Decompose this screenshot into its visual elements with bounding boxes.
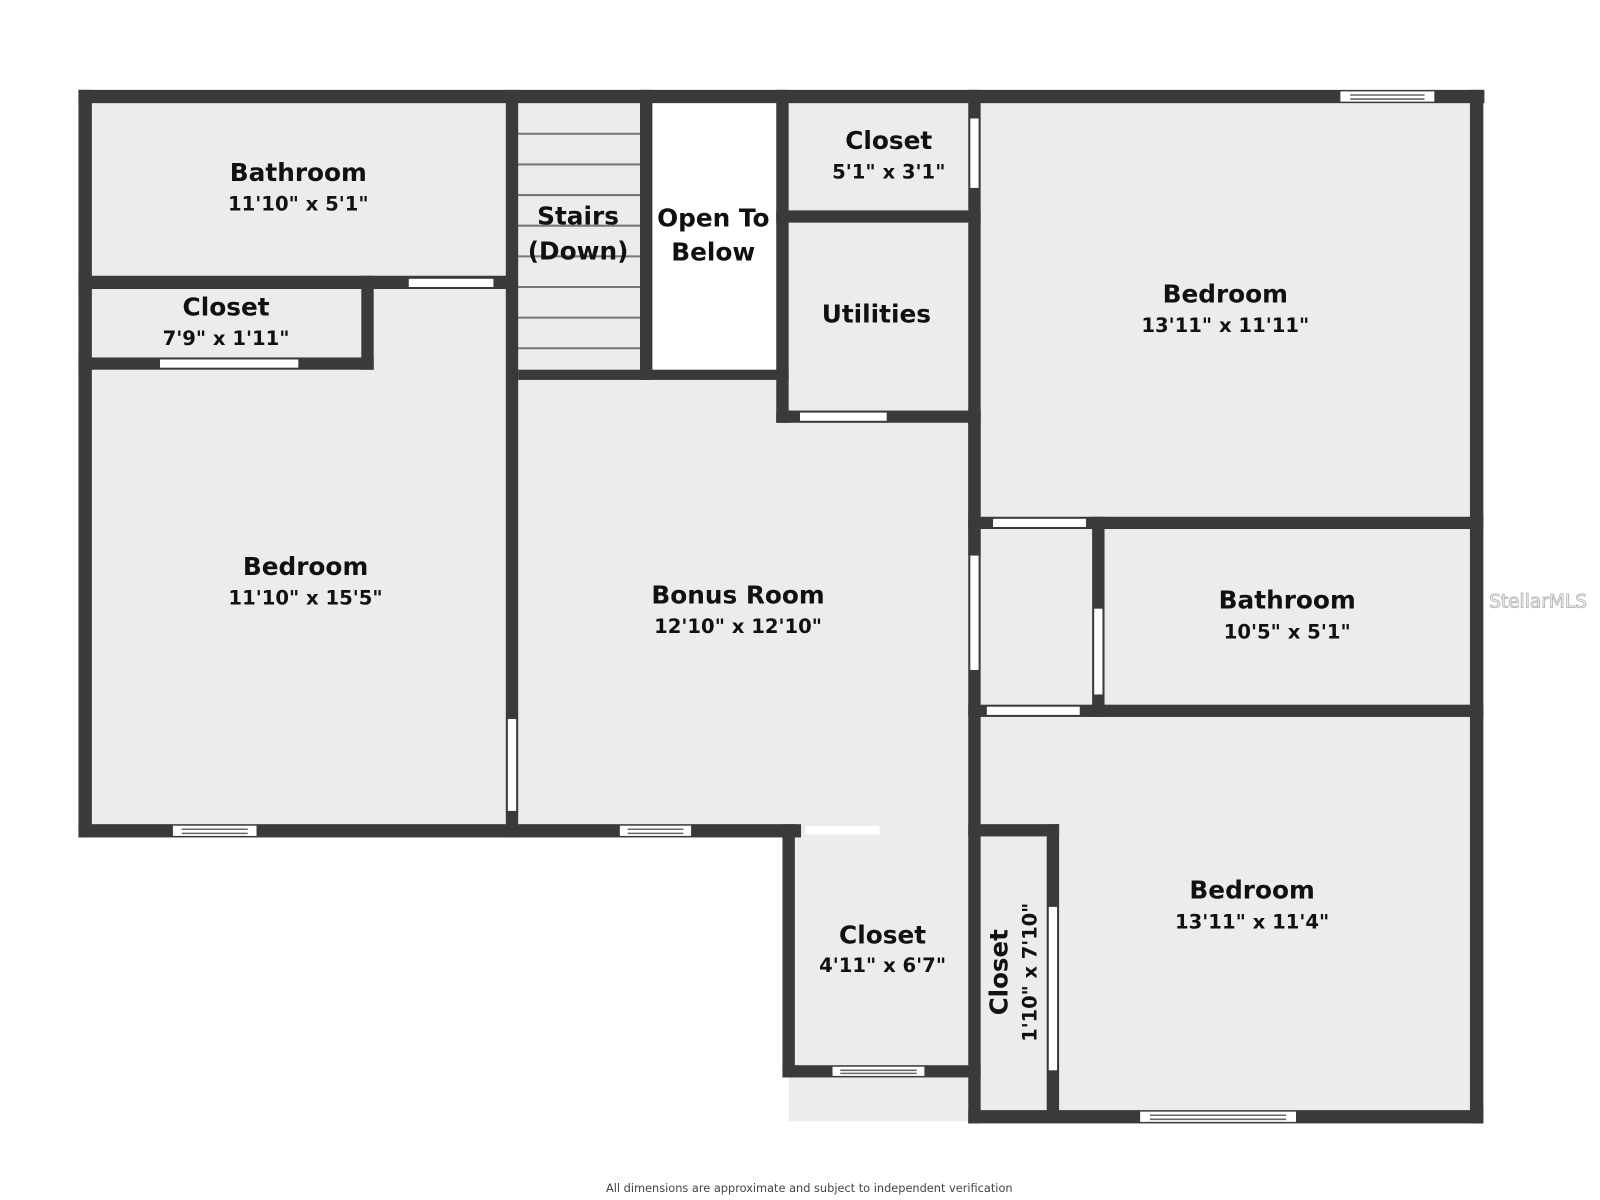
room-dimensions: 5'1" x 3'1": [832, 161, 945, 184]
door-closet-left: [160, 359, 299, 368]
door-bedroom-left: [507, 718, 517, 811]
room-dimensions: 13'11" x 11'11": [1141, 314, 1309, 337]
room-dimensions: 4'11" x 6'7": [819, 954, 946, 977]
hall-opening: [970, 555, 979, 670]
room-name: Closet: [839, 921, 926, 950]
room-name: Bathroom: [230, 158, 367, 187]
room-name: Open To: [657, 204, 769, 233]
room-name: Bedroom: [1189, 876, 1314, 905]
room-dimensions: 13'11" x 11'4": [1175, 910, 1329, 933]
room-open-to-below: Open To Below: [657, 204, 769, 267]
door-bathroom-left: [408, 278, 494, 287]
room-dimensions: 11'10" x 15'5": [228, 587, 382, 610]
room-name: Bedroom: [1163, 279, 1288, 308]
room-bedroom-left: Bedroom 11'10" x 15'5": [228, 552, 382, 609]
open-to-below-area: [650, 102, 779, 370]
room-bathroom-right: Bathroom 10'5" x 5'1": [1219, 586, 1356, 643]
room-name-line2: (Down): [528, 237, 629, 266]
disclaimer-note: All dimensions are approximate and subje…: [606, 1182, 1013, 1195]
room-dimensions: 1'10" x 7'10": [1018, 903, 1041, 1042]
door-closet-bottom: [805, 826, 880, 835]
stairs-treads: [518, 132, 640, 350]
window-closet-bottom: [831, 1065, 926, 1077]
room-name: Closet: [183, 293, 270, 322]
room-bedroom-bottom-right: Bedroom 13'11" x 11'4": [1175, 876, 1329, 933]
window-bonus-room: [618, 824, 693, 837]
window-bedroom-top-right: [1339, 90, 1436, 103]
door-openings: [160, 118, 1103, 1071]
room-name-line2: Below: [671, 238, 755, 267]
room-dimensions: 10'5" x 5'1": [1224, 620, 1351, 643]
room-dimensions: 11'10" x 5'1": [228, 192, 369, 215]
room-stairs: Stairs (Down): [528, 202, 629, 266]
room-name: Bedroom: [243, 552, 368, 581]
door-bedroom-bottom-right: [986, 706, 1080, 715]
room-name: Bonus Room: [651, 581, 824, 610]
room-closet-left: Closet 7'9" x 1'11": [163, 293, 290, 350]
watermark: StellarMLS: [1489, 592, 1587, 613]
window-bedroom-left: [171, 824, 258, 837]
room-closet-top-middle: Closet 5'1" x 3'1": [832, 126, 945, 183]
room-bonus-room: Bonus Room 12'10" x 12'10": [651, 581, 824, 638]
room-name: Utilities: [822, 300, 931, 329]
walls: [78, 89, 1485, 1124]
room-bathroom-top-left: Bathroom 11'10" x 5'1": [228, 158, 369, 215]
room-name: Closet: [845, 126, 932, 155]
room-name: Stairs: [537, 202, 619, 231]
door-closet-top: [970, 118, 979, 188]
door-bathroom-right: [1094, 608, 1103, 695]
room-closet-narrow: Closet 1'10" x 7'10": [984, 903, 1041, 1042]
door-closet-narrow: [1048, 906, 1058, 1071]
room-closet-bottom-middle: Closet 4'11" x 6'7": [819, 921, 946, 977]
windows: [171, 90, 1436, 1123]
room-name: Closet: [984, 929, 1013, 1015]
room-dimensions: 12'10" x 12'10": [654, 615, 822, 638]
room-bedroom-top-right: Bedroom 13'11" x 11'11": [1141, 279, 1309, 336]
room-dimensions: 7'9" x 1'11": [163, 327, 290, 350]
room-name: Bathroom: [1219, 586, 1356, 615]
window-bedroom-bottom-right: [1139, 1110, 1298, 1123]
room-utilities: Utilities: [822, 300, 931, 329]
door-bedroom-top-right: [993, 518, 1086, 527]
door-utilities: [800, 412, 887, 421]
